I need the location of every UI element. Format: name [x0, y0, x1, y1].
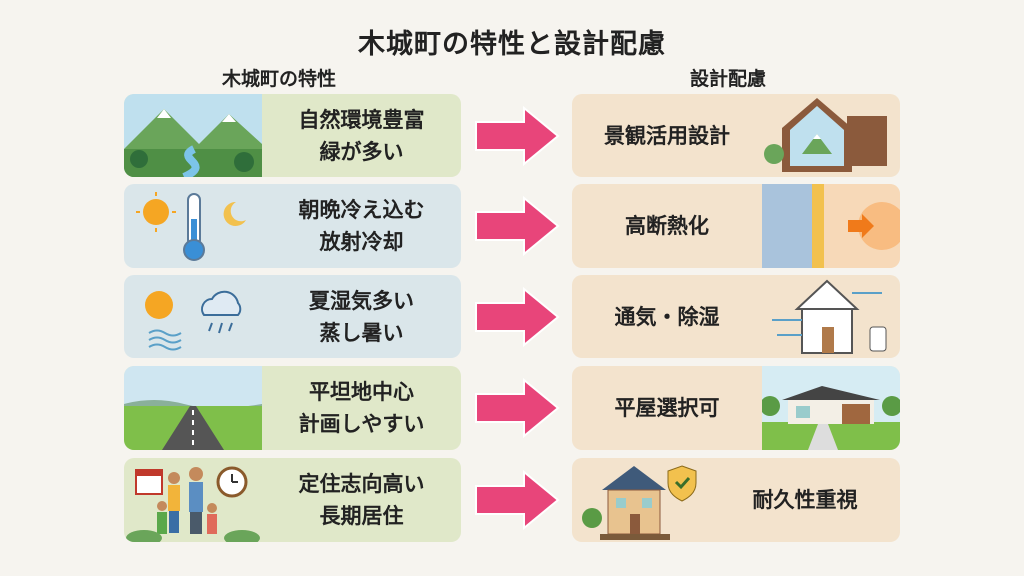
thermometer-sun-moon-icon [136, 192, 246, 261]
design-card-ventilation: 通気・除湿 [572, 275, 900, 358]
mountain-river-icon [124, 94, 262, 177]
characteristic-text: 自然環境豊富緑が多い [298, 107, 425, 164]
design-card-durability: 耐久性重視 [572, 458, 900, 542]
design-card-insulation: 高断熱化 [572, 184, 900, 268]
arrow-right-icon [475, 378, 560, 438]
design-text: 高断熱化 [625, 214, 709, 238]
characteristic-card-nature: 自然環境豊富緑が多い [124, 94, 461, 177]
family-calendar-clock-icon [126, 466, 260, 542]
characteristic-card-cold: 朝晩冷え込む放射冷却 [124, 184, 461, 268]
design-card-landscape: 景観活用設計 [572, 94, 900, 177]
arrow-right-icon [475, 470, 560, 530]
design-text: 平屋選択可 [614, 396, 720, 420]
characteristic-card-settlement: 定住志向高い長期居住 [124, 458, 461, 542]
arrow-right-icon [475, 106, 560, 166]
ventilated-house-icon [772, 279, 887, 354]
right-heading: 設計配慮 [690, 68, 767, 90]
insulated-wall-icon [762, 184, 900, 268]
arrow-right-icon [475, 287, 560, 347]
characteristic-text: 夏湿気多い蒸し暑い [309, 288, 414, 345]
sun-rain-cloud-icon [145, 290, 242, 351]
design-card-one-story: 平屋選択可 [572, 366, 900, 450]
design-text: 景観活用設計 [604, 123, 730, 148]
flat-road-field-icon [124, 366, 262, 450]
characteristic-card-flat: 平坦地中心計画しやすい [124, 366, 461, 450]
glass-house-icon [764, 98, 887, 172]
characteristic-card-humid: 夏湿気多い蒸し暑い [124, 275, 461, 358]
left-heading: 木城町の特性 [222, 68, 337, 90]
design-text: 通気・除湿 [614, 304, 720, 329]
characteristic-text: 平坦地中心計画しやすい [298, 380, 425, 436]
page-title: 木城町の特性と設計配慮 [358, 29, 666, 60]
one-story-house-icon [762, 366, 900, 450]
characteristic-text: 朝晩冷え込む放射冷却 [298, 198, 425, 254]
arrow-right-icon [475, 196, 560, 256]
characteristic-text: 定住志向高い長期居住 [298, 472, 425, 528]
design-text: 耐久性重視 [752, 488, 858, 512]
durable-house-shield-icon [582, 465, 697, 540]
